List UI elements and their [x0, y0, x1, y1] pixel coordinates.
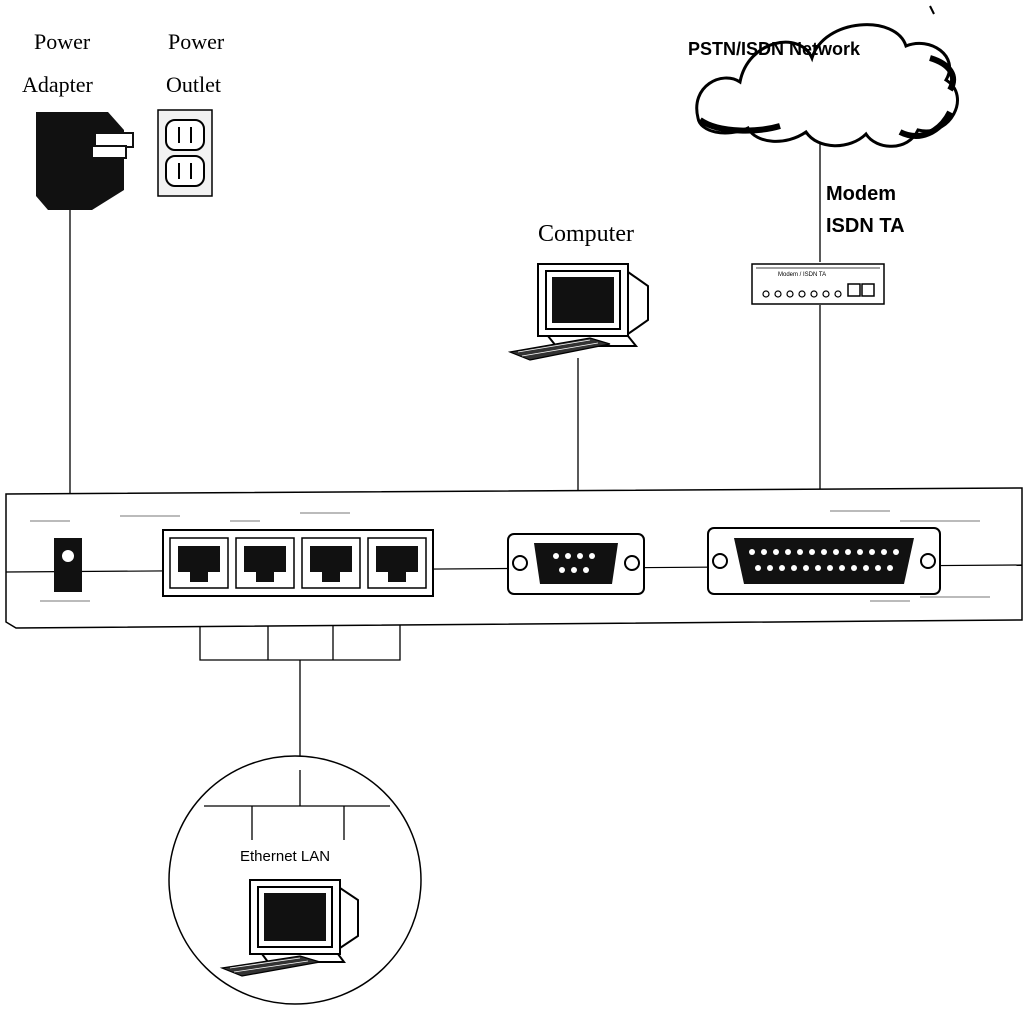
- power-adapter-icon: [36, 112, 124, 210]
- adapter-prong-bottom: [91, 145, 127, 159]
- ethernet-port-1: [169, 537, 229, 589]
- serial-port-db9: [507, 533, 645, 595]
- router-back-panel: [5, 487, 1023, 629]
- ethernet-port-4: [367, 537, 427, 589]
- parallel-port-db25: [707, 527, 941, 595]
- power-adapter: Power Adapter: [22, 29, 134, 210]
- ethernet-port-block: [162, 529, 434, 597]
- ethernet-port-3: [301, 537, 361, 589]
- power-jack: [54, 538, 82, 592]
- outlet-socket-top: [165, 119, 205, 151]
- connection-lines: [69, 140, 821, 770]
- power-outlet-label-2: Outlet: [166, 72, 221, 97]
- ethernet-lan: Ethernet LAN: [168, 755, 422, 1005]
- modem-label-2: ISDN TA: [826, 215, 905, 237]
- power-adapter-label-2: Adapter: [22, 72, 94, 97]
- modem-label-1: Modem: [826, 183, 896, 205]
- modem-led-row: [762, 290, 842, 298]
- computer-icon: [507, 263, 649, 361]
- chassis-texture: [30, 510, 990, 602]
- pstn-isdn-cloud: PSTN/ISDN Network: [688, 5, 959, 148]
- modem-isdn-ta: Modem ISDN TA Modem / ISDN TA: [751, 183, 905, 305]
- power-outlet-label-1: Power: [168, 29, 225, 54]
- modem-device-label: Modem / ISDN TA: [778, 272, 826, 278]
- computer: Computer: [507, 221, 649, 361]
- outlet-socket-bottom: [165, 155, 205, 187]
- adapter-prong-top: [94, 132, 134, 148]
- ethernet-port-2: [235, 537, 295, 589]
- network-label: PSTN/ISDN Network: [688, 39, 861, 59]
- computer-label: Computer: [538, 221, 634, 247]
- power-outlet: Power Outlet: [157, 29, 225, 197]
- ethernet-lan-label: Ethernet LAN: [240, 848, 330, 865]
- ethernet-bracket: [199, 625, 401, 770]
- lan-computer-icon: [219, 879, 359, 977]
- power-adapter-label-1: Power: [34, 29, 91, 54]
